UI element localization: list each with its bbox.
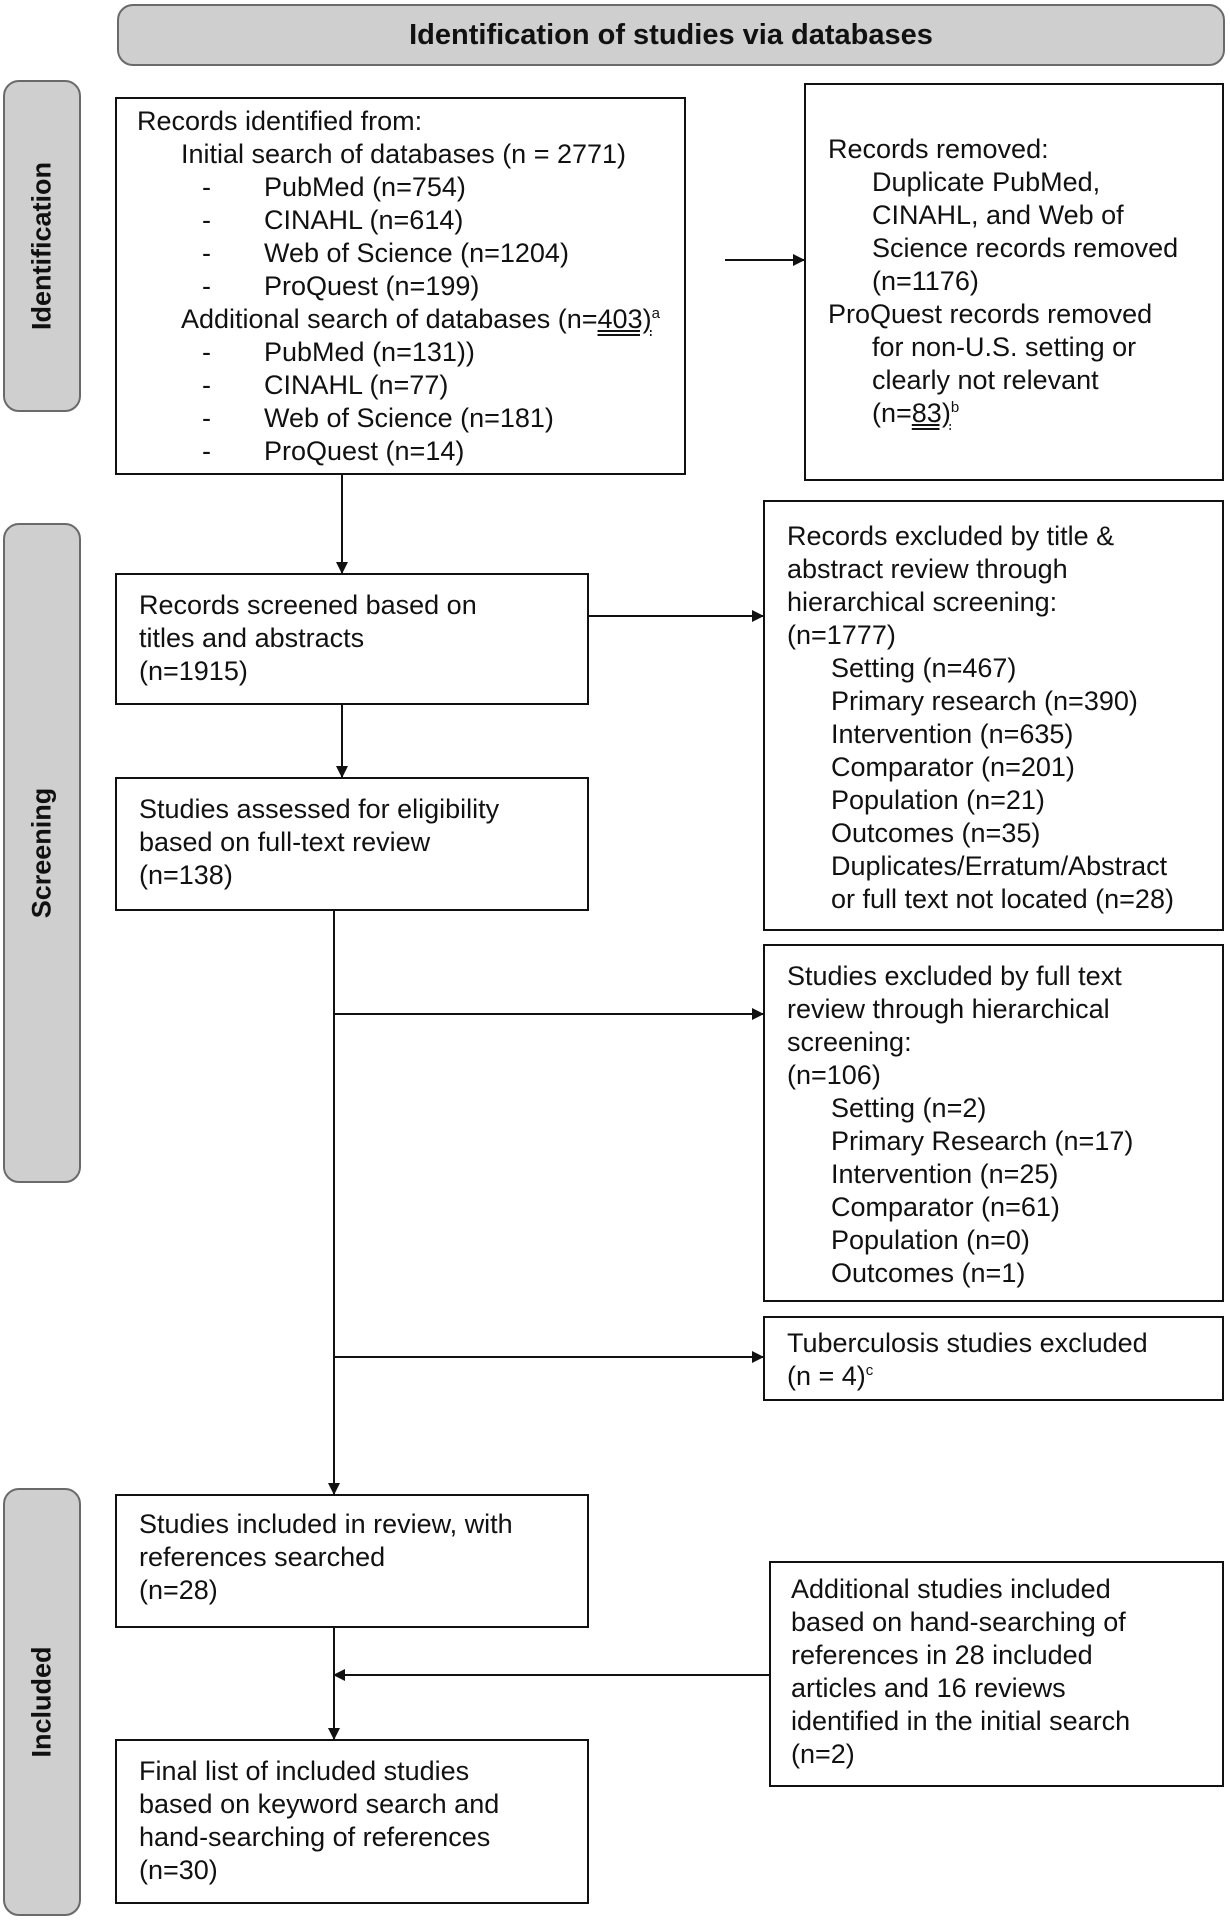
exclusion-reason: Comparator (n=201)	[831, 752, 1075, 782]
initial-item: -Web of Science (n=1204)	[202, 238, 569, 268]
additional-studies-line: Additional studies included	[791, 1574, 1111, 1604]
final-list-line: Final list of included studies	[139, 1756, 470, 1786]
excluded-title-line: (n=1777)	[787, 620, 896, 650]
excluded-title-line: abstract review through	[787, 554, 1068, 584]
records-removed-title: Records removed:	[828, 134, 1049, 164]
included-line: Studies included in review, with	[139, 1509, 513, 1539]
excluded-full-line: review through hierarchical	[787, 994, 1110, 1024]
excluded-full-line: screening:	[787, 1027, 912, 1057]
studies-included-box: Studies included in review, with referen…	[115, 1494, 589, 1628]
assessed-line: Studies assessed for eligibility	[139, 794, 500, 824]
records-identified-box: Records identified from: Initial search …	[115, 97, 686, 475]
excluded-title-content: Records excluded by title & abstract rev…	[787, 520, 1174, 916]
additional-studies-line: identified in the initial search	[791, 1706, 1131, 1736]
exclusion-reason: Duplicates/Erratum/Abstract	[831, 851, 1168, 881]
screened-line: titles and abstracts	[139, 623, 365, 653]
phase-included: Included	[3, 1488, 81, 1916]
removed-line: (n=1176)	[872, 266, 979, 296]
records-removed-content: Records removed: Duplicate PubMed, CINAH…	[828, 133, 1178, 430]
excluded-title-abstract-box: Records excluded by title & abstract rev…	[763, 500, 1224, 931]
studies-assessed-content: Studies assessed for eligibility based o…	[139, 793, 499, 892]
removed-line: Science records removed	[872, 233, 1179, 263]
excluded-full-line: Studies excluded by full text	[787, 961, 1122, 991]
removed-line: CINAHL, and Web of	[872, 200, 1124, 230]
assessed-line: based on full-text review	[139, 827, 431, 857]
additional-studies-line: based on hand-searching of	[791, 1607, 1126, 1637]
exclusion-reason: Comparator (n=61)	[831, 1192, 1060, 1222]
initial-item: -CINAHL (n=614)	[202, 205, 464, 235]
tuberculosis-count: (n = 4)c	[787, 1361, 874, 1391]
header-banner: Identification of studies via databases	[117, 4, 1225, 66]
assessed-line: (n=138)	[139, 860, 233, 890]
tuberculosis-content: Tuberculosis studies excluded (n = 4)c	[787, 1327, 1148, 1393]
exclusion-reason: Population (n=0)	[831, 1225, 1030, 1255]
additional-studies-line: (n=2)	[791, 1739, 855, 1769]
records-removed-box: Records removed: Duplicate PubMed, CINAH…	[804, 83, 1224, 481]
additional-item: -CINAHL (n=77)	[202, 370, 449, 400]
included-line: references searched	[139, 1542, 386, 1572]
records-identified-title: Records identified from:	[137, 106, 423, 136]
exclusion-reason: or full text not located (n=28)	[831, 884, 1174, 914]
final-list-line: hand-searching of references	[139, 1822, 491, 1852]
additional-studies-line: references in 28 included	[791, 1640, 1093, 1670]
excluded-full-line: (n=106)	[787, 1060, 881, 1090]
removed-count-line: (n=83)b	[872, 398, 960, 428]
footnote-a: a	[651, 305, 660, 322]
excluded-full-content: Studies excluded by full text review thr…	[787, 960, 1133, 1290]
tuberculosis-excluded-box: Tuberculosis studies excluded (n = 4)c	[763, 1316, 1224, 1401]
screened-line: Records screened based on	[139, 590, 477, 620]
footnote-c: c	[865, 1362, 874, 1379]
final-list-content: Final list of included studies based on …	[139, 1755, 499, 1887]
initial-search-line: Initial search of databases (n = 2771)	[181, 139, 627, 169]
exclusion-reason: Primary research (n=390)	[831, 686, 1138, 716]
phase-identification: Identification	[3, 80, 81, 412]
removed-line: for non-U.S. setting or	[872, 332, 1137, 362]
proquest-removed-line: ProQuest records removed	[828, 299, 1153, 329]
final-list-box: Final list of included studies based on …	[115, 1739, 589, 1904]
exclusion-reason: Setting (n=2)	[831, 1093, 987, 1123]
phase-screening: Screening	[3, 523, 81, 1183]
additional-studies-line: articles and 16 reviews	[791, 1673, 1066, 1703]
removed-line: Duplicate PubMed,	[872, 167, 1101, 197]
excluded-full-text-box: Studies excluded by full text review thr…	[763, 944, 1224, 1302]
final-list-line: (n=30)	[139, 1855, 218, 1885]
exclusion-reason: Intervention (n=25)	[831, 1159, 1059, 1189]
footnote-b: b	[950, 399, 960, 416]
exclusion-reason: Population (n=21)	[831, 785, 1045, 815]
additional-studies-box: Additional studies included based on han…	[769, 1561, 1224, 1787]
removed-line: clearly not relevant	[872, 365, 1099, 395]
exclusion-reason: Outcomes (n=1)	[831, 1258, 1026, 1288]
final-list-line: based on keyword search and	[139, 1789, 500, 1819]
header-title: Identification of studies via databases	[409, 18, 933, 51]
additional-search-line: Additional search of databases (n=403)a	[181, 304, 660, 334]
exclusion-reason: Intervention (n=635)	[831, 719, 1074, 749]
additional-studies-content: Additional studies included based on han…	[791, 1573, 1130, 1771]
studies-included-content: Studies included in review, with referen…	[139, 1508, 513, 1607]
included-line: (n=28)	[139, 1575, 218, 1605]
screened-line: (n=1915)	[139, 656, 248, 686]
exclusion-reason: Setting (n=467)	[831, 653, 1017, 683]
exclusion-reason: Outcomes (n=35)	[831, 818, 1041, 848]
additional-item: -ProQuest (n=14)	[202, 436, 465, 466]
additional-item: -Web of Science (n=181)	[202, 403, 554, 433]
exclusion-reason: Primary Research (n=17)	[831, 1126, 1134, 1156]
initial-item: -ProQuest (n=199)	[202, 271, 480, 301]
additional-item: -PubMed (n=131))	[202, 337, 475, 367]
records-identified-content: Records identified from: Initial search …	[137, 105, 660, 468]
initial-item: -PubMed (n=754)	[202, 172, 466, 202]
excluded-title-line: Records excluded by title &	[787, 521, 1115, 551]
tuberculosis-line: Tuberculosis studies excluded	[787, 1328, 1148, 1358]
excluded-title-line: hierarchical screening:	[787, 587, 1058, 617]
studies-assessed-box: Studies assessed for eligibility based o…	[115, 777, 589, 911]
